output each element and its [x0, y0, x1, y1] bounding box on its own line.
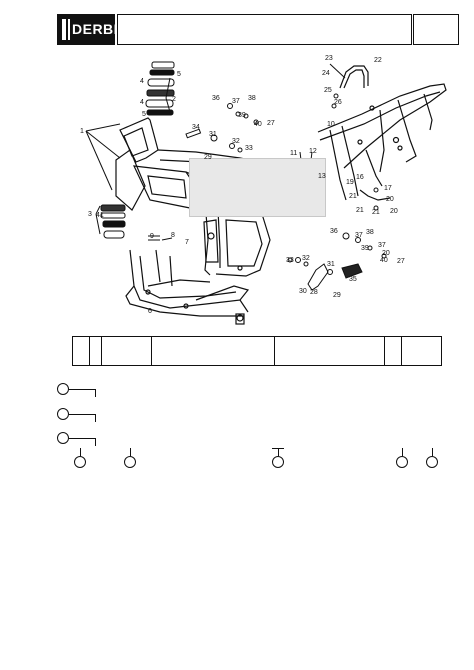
callout-number: 16: [356, 174, 364, 181]
legend-stem: [80, 448, 81, 456]
callout-number: 36: [212, 95, 220, 102]
callout-number: 30: [299, 288, 307, 295]
title-box: [117, 14, 412, 45]
callout-number: 41: [96, 212, 104, 219]
callout-number: 1: [80, 128, 84, 135]
callout-number: 9: [150, 233, 154, 240]
table-cell: [151, 336, 275, 366]
table-cell: [384, 336, 402, 366]
callout-number: 6: [148, 308, 152, 315]
callout-number: 39: [361, 245, 369, 252]
callout-number: 4: [140, 78, 144, 85]
callout-number: 38: [248, 95, 256, 102]
callout-number: 23: [325, 55, 333, 62]
callout-number: 40: [254, 121, 262, 128]
callout-number: 2: [172, 96, 176, 103]
page-header: DERBI: [57, 14, 459, 45]
callout-number: 17: [384, 185, 392, 192]
callout-number: 31: [209, 131, 217, 138]
callout-number: 21: [356, 207, 364, 214]
rear-subframe: [317, 83, 447, 201]
callout-number: 29: [333, 292, 341, 299]
parts-table-header: [72, 336, 443, 366]
logo-stripe-thin: [68, 19, 70, 40]
callout-number: 34: [192, 124, 200, 131]
callout-number: 5: [177, 71, 181, 78]
table-row: [72, 336, 443, 366]
legend-stem: [432, 448, 433, 456]
callout-number: 37: [355, 232, 363, 239]
callout-number: 21: [349, 193, 357, 200]
legend-bracket: [69, 389, 96, 397]
legend-circle-icon: [74, 456, 86, 468]
callout-number: 26: [334, 99, 342, 106]
callout-number: 36: [330, 228, 338, 235]
callout-number: 32: [302, 255, 310, 262]
callout-number: 4: [140, 99, 144, 106]
callout-number: 35: [349, 276, 357, 283]
legend-circle-icon: [426, 456, 438, 468]
callout-number: 29: [204, 154, 212, 161]
table-cell: [273, 336, 386, 366]
legend-circle-icon: [57, 383, 69, 395]
callout-number: 38: [366, 229, 374, 236]
callout-number: 7: [185, 239, 189, 246]
legend-circle-icon: [57, 408, 69, 420]
callout-number: 37: [232, 98, 240, 105]
lower-bearing-parts: [100, 204, 126, 239]
callout-number: 27: [397, 258, 405, 265]
callout-number: 20: [390, 208, 398, 215]
legend-circle-icon: [57, 432, 69, 444]
legend-circle-icon: [272, 456, 284, 468]
grab-handle: [339, 65, 369, 89]
footrest-bracket: [295, 257, 363, 291]
callout-number: 3: [88, 211, 92, 218]
steering-bearing-parts: [145, 61, 175, 116]
callout-number: 27: [267, 120, 275, 127]
callout-number: 24: [322, 70, 330, 77]
callout-number: 13: [318, 173, 326, 180]
table-cell: [400, 336, 443, 366]
callout-number: 21: [372, 209, 380, 216]
callout-number: 37: [378, 242, 386, 249]
callout-number: 25: [324, 87, 332, 94]
callout-number: 20: [386, 196, 394, 203]
callout-number: 40: [380, 257, 388, 264]
callout-number: 8: [171, 232, 175, 239]
callout-number: 10: [327, 121, 335, 128]
lower-cradle: [125, 249, 250, 325]
table-cell: [101, 336, 153, 366]
callout-number: 19: [346, 179, 354, 186]
legend-stem: [402, 448, 403, 456]
legend-stem: [130, 448, 131, 456]
callout-number: 22: [374, 57, 382, 64]
callout-number: 28: [310, 289, 318, 296]
hardware-bolts: [148, 93, 387, 263]
callout-number: 33: [286, 257, 294, 264]
page-number-box: [413, 14, 459, 45]
callout-number: 32: [232, 138, 240, 145]
legend-stem: [278, 448, 279, 456]
blanked-label-area: [189, 158, 326, 217]
callout-number: 33: [245, 145, 253, 152]
callout-number: 12: [309, 148, 317, 155]
callout-number: 5: [142, 111, 146, 118]
logo-text: DERBI: [72, 21, 119, 37]
table-cell: [72, 336, 90, 366]
table-cell: [88, 336, 103, 366]
callout-number: 20: [382, 250, 390, 257]
legend-circle-icon: [396, 456, 408, 468]
callout-number: 31: [327, 261, 335, 268]
callout-number: 39: [238, 112, 246, 119]
derbi-logo: DERBI: [57, 14, 119, 45]
legend-bracket: [69, 414, 96, 422]
legend-bracket: [69, 438, 96, 446]
logo-stripe: [62, 19, 66, 40]
legend-circle-icon: [124, 456, 136, 468]
callout-number: 11: [290, 150, 298, 157]
